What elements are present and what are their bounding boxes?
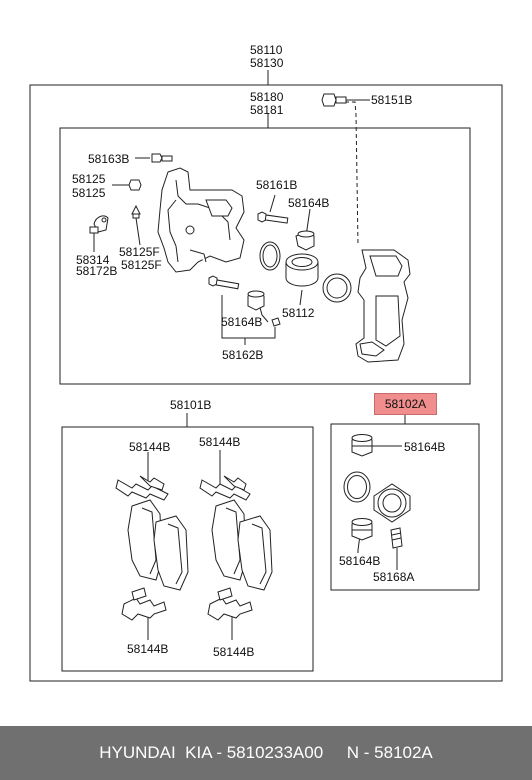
guide-pin-lower-drawing — [208, 275, 281, 327]
repair-kit-drawing — [343, 434, 411, 549]
label-58101b: 58101B — [170, 398, 212, 412]
caliper-body-drawing — [157, 167, 245, 273]
leader-58162b — [221, 295, 276, 339]
label-58151b: 58151B — [371, 93, 413, 107]
label-58164b-top: 58164B — [288, 196, 330, 210]
label-58125-b: 58125 — [72, 186, 106, 200]
label-58112: 58112 — [282, 306, 315, 320]
label-58130: 58130 — [250, 56, 284, 70]
label-58125f-a: 58125F — [119, 245, 160, 259]
label-58125f-b: 58125F — [121, 258, 162, 272]
label-58162b: 58162B — [222, 348, 264, 362]
leader-58125f — [135, 217, 141, 246]
bolt-58151b-drawing — [321, 93, 347, 107]
small-parts-drawing — [89, 153, 173, 234]
piston-seal-drawing — [259, 241, 352, 303]
label-58164b-low: 58164B — [221, 315, 263, 329]
label-58181: 58181 — [250, 103, 284, 117]
leader-58161b — [269, 194, 276, 213]
label-kit-58164b-a: 58164B — [404, 440, 446, 454]
label-58163b: 58163B — [88, 152, 130, 166]
leader-kit-boot-b — [357, 534, 361, 553]
brake-pads-drawing — [115, 475, 273, 621]
pads-frame — [61, 426, 314, 672]
label-kit-58164b-b: 58164B — [339, 554, 381, 568]
label-58161b: 58161B — [256, 178, 298, 192]
guide-pin-upper-drawing — [257, 211, 315, 251]
label-58144b-br: 58144B — [213, 645, 255, 659]
caliper-carrier-drawing — [355, 249, 411, 363]
caliper-frame — [59, 127, 471, 385]
label-58102a-highlight: 58102A — [374, 393, 437, 415]
label-kit-58168a: 58168A — [373, 570, 415, 584]
label-58144b-tl: 58144B — [129, 440, 171, 454]
label-58172b: 58172B — [76, 264, 118, 278]
dash-bolt-line — [345, 101, 359, 246]
label-58180: 58180 — [250, 90, 284, 104]
label-58125-a: 58125 — [72, 172, 106, 186]
footer-part-number-bar: HYUNDAI KIA - 5810233A00 N - 58102A — [0, 726, 532, 780]
label-58144b-bl: 58144B — [127, 642, 169, 656]
label-58110: 58110 — [250, 43, 283, 57]
brake-caliper-exploded-view — [29, 70, 503, 682]
label-58144b-tr: 58144B — [199, 435, 241, 449]
outer-frame — [29, 84, 503, 682]
leader-58112 — [299, 289, 303, 306]
label-58314: 58314 — [76, 253, 110, 267]
